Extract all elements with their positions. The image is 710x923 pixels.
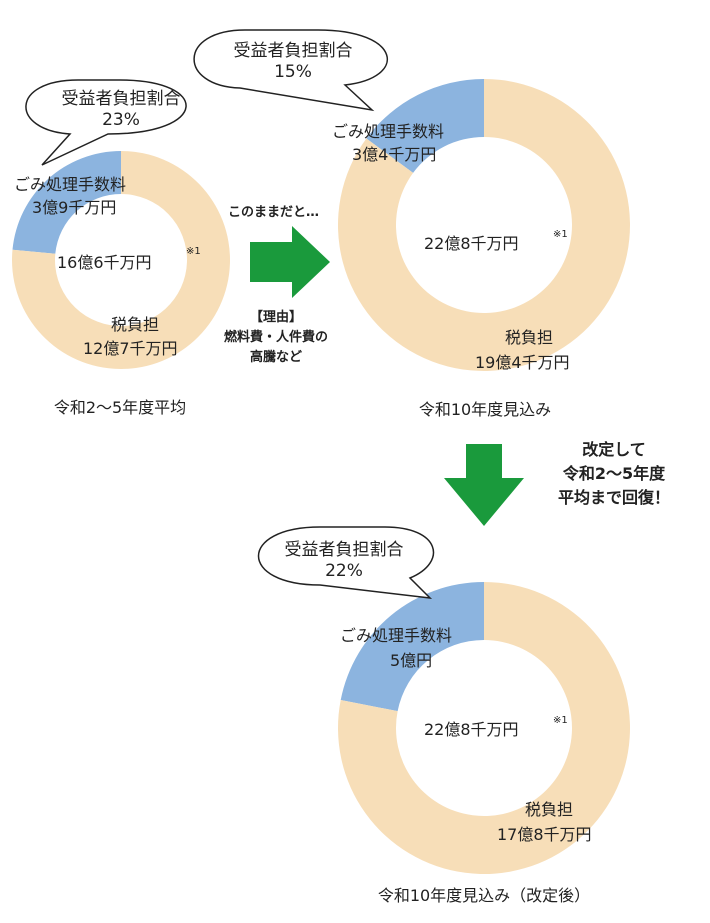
donut-3-tax-label: 税負担 <box>525 800 573 819</box>
donut-1-fee-value: 3億9千万円 <box>32 198 116 217</box>
donut-3-fee-label: ごみ処理手数料 <box>340 626 452 645</box>
donut-2-slices <box>338 79 631 372</box>
donut-3-total: 22億8千万円 <box>424 720 519 739</box>
bubble-1-label: 受益者負担割合 <box>62 89 181 109</box>
reason-title: 【理由】 <box>250 309 302 325</box>
right-arrow-group: このままだと… 【理由】 燃料費・人件費の 高騰など <box>224 205 330 365</box>
right-arrow-top-text: このままだと… <box>228 205 319 220</box>
down-arrow-icon <box>444 444 524 526</box>
donut-1-tax-value: 12億7千万円 <box>83 339 178 358</box>
donut-slice-fee <box>340 582 484 712</box>
donut-chart-1: 受益者負担割合 23% ごみ処理手数料 3億9千万円 16億6千万円 ※1 税負… <box>12 79 231 417</box>
bubble-2-value: 15% <box>274 62 312 82</box>
reason-line-1: 燃料費・人件費の <box>224 329 328 345</box>
donut-1-title: 令和2～5年度平均 <box>54 398 186 417</box>
bubble-3-label: 受益者負担割合 <box>285 540 404 560</box>
donut-2-tax-label: 税負担 <box>505 328 553 347</box>
donut-chart-3: 受益者負担割合 22% ごみ処理手数料 5億円 22億8千万円 ※1 税負担 1… <box>258 526 630 905</box>
donut-1-fee-label: ごみ処理手数料 <box>14 175 126 194</box>
donut-2-title: 令和10年度見込み <box>419 400 551 419</box>
donut-3-tax-value: 17億8千万円 <box>497 825 592 844</box>
bubble-1-value: 23% <box>102 110 140 130</box>
donut-3-title: 令和10年度見込み（改定後） <box>378 886 590 905</box>
donut-1-tax-label: 税負担 <box>111 315 159 334</box>
speech-bubble-1 <box>25 79 187 166</box>
down-arrow-group: 改定して 令和2～5年度 平均まで回復！ <box>444 440 670 526</box>
right-arrow-icon <box>250 226 330 298</box>
donut-1-slices <box>12 151 231 370</box>
speech-bubble-3 <box>258 526 435 599</box>
donut-2-note-mark: ※1 <box>553 229 568 240</box>
donut-3-fee-value: 5億円 <box>390 651 432 670</box>
reason-line-2: 高騰など <box>250 349 302 365</box>
donut-1-total: 16億6千万円 <box>57 253 152 272</box>
down-arrow-line-2: 令和2～5年度 <box>562 464 666 483</box>
donut-slice-tax <box>12 151 231 370</box>
speech-bubble-2 <box>193 29 389 112</box>
donut-2-tax-value: 19億4千万円 <box>475 353 570 372</box>
donut-3-note-mark: ※1 <box>553 715 568 726</box>
bubble-2-label: 受益者負担割合 <box>234 41 353 61</box>
down-arrow-line-3: 平均まで回復！ <box>558 488 670 507</box>
donut-slice-tax <box>338 582 630 875</box>
down-arrow-line-1: 改定して <box>582 440 646 459</box>
donut-slice-fee <box>366 79 484 173</box>
donut-chart-2: 受益者負担割合 15% ごみ処理手数料 3億4千万円 22億8千万円 ※1 税負… <box>193 29 631 419</box>
donut-3-slices <box>338 582 630 875</box>
donut-2-fee-label: ごみ処理手数料 <box>332 122 444 141</box>
donut-2-total: 22億8千万円 <box>424 234 519 253</box>
donut-slice-tax <box>338 79 631 372</box>
donut-1-note-mark: ※1 <box>186 246 201 257</box>
donut-slice-fee <box>12 151 121 254</box>
donut-2-fee-value: 3億4千万円 <box>352 145 436 164</box>
bubble-3-value: 22% <box>325 561 363 581</box>
